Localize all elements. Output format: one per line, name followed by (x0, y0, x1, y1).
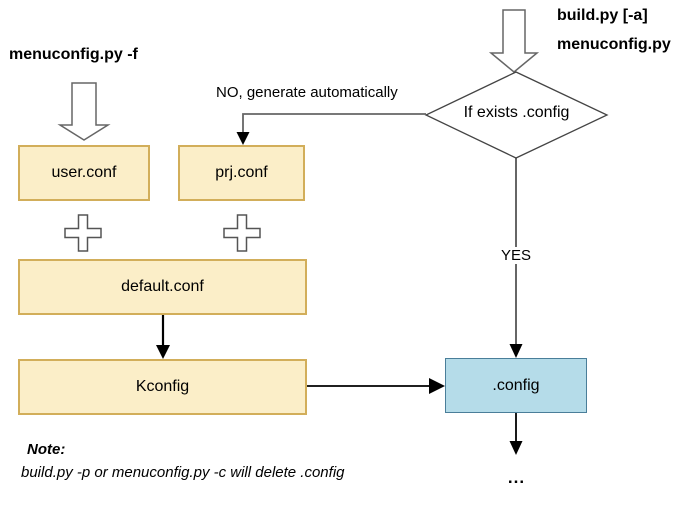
title-build-line: build.py [-a] (557, 7, 648, 24)
title-menuconfig-line: menuconfig.py (557, 36, 671, 53)
node-kconfig: Kconfig (18, 359, 307, 415)
title-menuconfig-f: menuconfig.py -f (9, 46, 138, 63)
ellipsis-label: ... (507, 468, 526, 487)
plus-icon (64, 214, 102, 252)
decision-label: If exists .config (463, 104, 570, 121)
yes-branch-label: YES (498, 247, 535, 264)
note-title: Note: (27, 441, 66, 458)
no-branch-arrowhead (236, 132, 250, 145)
node-dot-config: .config (445, 358, 587, 413)
block-down-arrow-icon (57, 82, 111, 141)
default-to-kconfig-arrowhead (156, 345, 170, 359)
config-output-arrowhead (509, 441, 523, 455)
block-down-arrow-icon (488, 9, 540, 73)
no-branch-connector (242, 113, 426, 133)
title-build-menuconfig: build.py [-a] menuconfig.py (557, 1, 671, 59)
node-default-conf: default.conf (18, 259, 307, 315)
kconfig-to-config-arrowhead (429, 378, 445, 394)
plus-icon (223, 214, 261, 252)
no-branch-label: NO, generate automatically (216, 84, 398, 101)
yes-branch-arrowhead (509, 344, 523, 358)
node-user-conf: user.conf (18, 145, 150, 201)
note-body: build.py -p or menuconfig.py -c will del… (21, 464, 345, 481)
node-prj-conf: prj.conf (178, 145, 305, 201)
